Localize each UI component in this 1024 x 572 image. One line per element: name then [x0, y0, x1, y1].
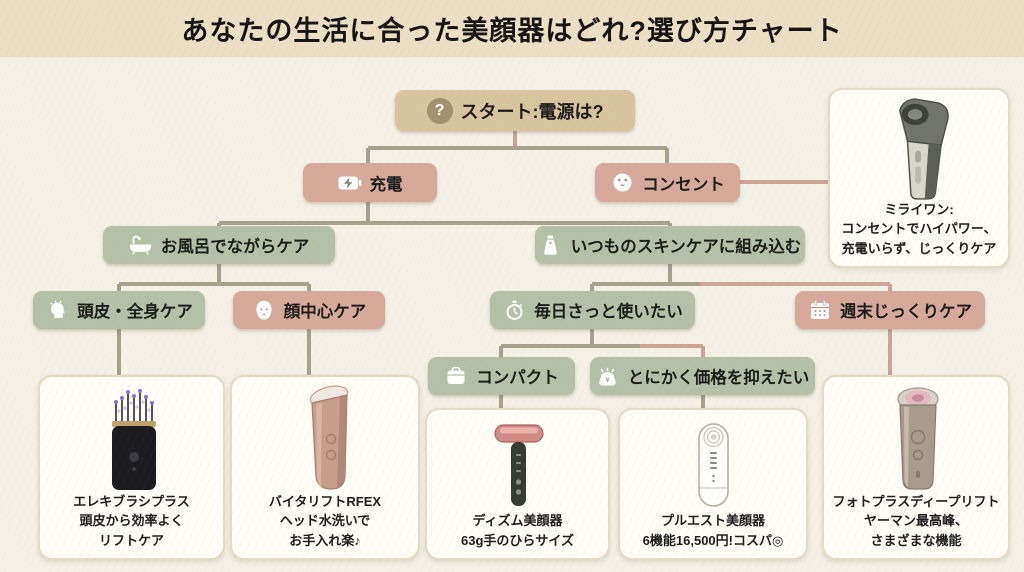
- product-text-dism: ディズム美顔器 63g手のひらサイズ: [433, 511, 602, 550]
- product-line: 頭皮から効率よく: [79, 513, 184, 528]
- node-scalp-label: 頭皮・全身ケア: [77, 303, 193, 321]
- product-line: お手入れ楽♪: [289, 532, 361, 548]
- head-massage-icon: [45, 298, 69, 322]
- product-image-rose-gold-lift-device: [238, 385, 412, 492]
- product-line: ミライワン:: [884, 201, 954, 217]
- product-text-elekibrush: エレキブラシプラス 頭皮から効率よく リフトケア: [46, 492, 217, 551]
- node-charge-label: 充電: [369, 175, 403, 194]
- node-weekend-label: 週末じっくりケア: [840, 303, 972, 321]
- product-line: 充電いらず、じっくりケア: [841, 240, 997, 256]
- product-line: フォトプラスディープリフト: [832, 493, 1000, 509]
- face-mask-icon: [252, 298, 276, 322]
- node-daily: 毎日さっと使いたい: [490, 291, 695, 329]
- product-image-bronze-device-pink-led: [830, 385, 1002, 492]
- product-card-miraiwan: ミライワン: コンセントでハイパワー、 充電いらず、じっくりケア: [828, 88, 1010, 268]
- question-icon: ?: [426, 97, 453, 124]
- title-bar: あなたの生活に合った美顔器はどれ?選び方チャート: [0, 0, 1024, 57]
- node-outlet-label: コンセント: [642, 175, 725, 194]
- battery-charging-icon: [338, 171, 362, 195]
- node-scalp: 頭皮・全身ケア: [33, 291, 205, 329]
- product-image-gray-handheld-device: [836, 98, 1002, 200]
- compact-case-icon: [444, 364, 468, 388]
- node-weekend: 週末じっくりケア: [795, 291, 985, 329]
- product-text-pluest: プルエスト美顔器 6機能16,500円!コスパ◎: [626, 511, 800, 550]
- bathtub-icon: [129, 233, 153, 257]
- product-line: エレキブラシプラス: [73, 493, 190, 509]
- product-line: ディズム美顔器: [472, 513, 563, 528]
- product-line: 6機能16,500円!コスパ◎: [642, 532, 784, 548]
- product-image-black-electric-brush: [46, 385, 217, 492]
- product-card-elekibrush: エレキブラシプラス 頭皮から効率よく リフトケア: [38, 375, 225, 560]
- node-face-label: 顔中心ケア: [283, 303, 367, 321]
- stopwatch-icon: [502, 298, 526, 322]
- product-line: リフトケア: [98, 532, 164, 548]
- product-image-dark-wand-pink-head: [433, 418, 602, 511]
- node-face: 顔中心ケア: [233, 291, 385, 329]
- node-start-label: スタート:電源は?: [460, 101, 604, 122]
- node-skincare-label: いつものスキンケアに組み込む: [570, 238, 802, 256]
- product-card-vitalift: バイタリフトRFEX ヘッド水洗いで お手入れ楽♪: [230, 375, 420, 560]
- product-line: プルエスト美顔器: [660, 513, 765, 528]
- node-outlet: コンセント: [595, 163, 740, 202]
- cream-tube-icon: [539, 233, 563, 257]
- node-daily-label: 毎日さっと使いたい: [534, 303, 683, 321]
- product-card-dism: ディズム美顔器 63g手のひらサイズ: [425, 408, 610, 560]
- calendar-icon: [808, 298, 832, 322]
- product-line: バイタリフトRFEX: [268, 493, 382, 509]
- node-compact: コンパクト: [428, 357, 575, 395]
- product-image-white-capsule-device: [626, 418, 800, 511]
- svg-text:¥: ¥: [606, 375, 611, 384]
- product-card-pluest: プルエスト美顔器 6機能16,500円!コスパ◎: [618, 408, 808, 560]
- product-line: さまざまな機能: [870, 532, 962, 548]
- node-charge: 充電: [303, 163, 437, 202]
- power-outlet-icon: [610, 171, 634, 195]
- node-bath: お風呂でながらケア: [103, 226, 335, 264]
- product-text-photoplus: フォトプラスディープリフト ヤーマン最高峰、 さまざまな機能: [830, 492, 1002, 551]
- product-line: ヘッド水洗いで: [279, 513, 371, 528]
- node-start: ? スタート:電源は?: [395, 90, 635, 131]
- node-bath-label: お風呂でながらケア: [160, 238, 310, 256]
- product-line: 63g手のひらサイズ: [460, 532, 574, 548]
- product-line: コンセントでハイパワー、: [841, 221, 997, 236]
- product-card-photoplus: フォトプラスディープリフト ヤーマン最高峰、 さまざまな機能: [822, 375, 1010, 560]
- product-text-miraiwan: ミライワン: コンセントでハイパワー、 充電いらず、じっくりケア: [836, 200, 1002, 259]
- node-price-label: とにかく価格を抑えたい: [627, 369, 810, 387]
- node-skincare: いつものスキンケアに組み込む: [535, 226, 805, 264]
- coin-purse-icon: ¥: [596, 364, 620, 388]
- product-line: ヤーマン最高峰、: [863, 513, 968, 528]
- page-title: あなたの生活に合った美顔器はどれ?選び方チャート: [181, 16, 843, 46]
- product-text-vitalift: バイタリフトRFEX ヘッド水洗いで お手入れ楽♪: [238, 492, 412, 551]
- node-compact-label: コンパクト: [476, 369, 559, 387]
- node-price: ¥ とにかく価格を抑えたい: [590, 357, 815, 395]
